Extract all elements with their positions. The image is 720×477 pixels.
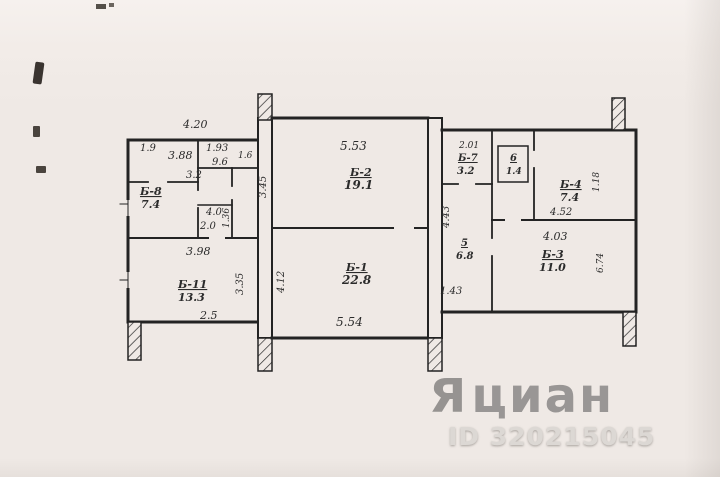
dimension-label: 4.43 bbox=[441, 206, 452, 229]
room-label: Б-1 bbox=[345, 261, 368, 274]
dimension-label: 2.01 bbox=[458, 141, 479, 151]
dimension-label: 5.54 bbox=[336, 315, 363, 329]
room-label: 7.4 bbox=[560, 191, 579, 204]
room-label: 7.4 bbox=[141, 198, 160, 211]
dimension-label: 1.18 bbox=[592, 172, 602, 192]
dimension-label: 5.53 bbox=[340, 139, 367, 153]
dimension-label: 4.03 bbox=[542, 230, 568, 243]
room-label: 6 bbox=[510, 153, 517, 164]
room-label: Б-8 bbox=[139, 185, 162, 198]
plan-walls bbox=[119, 93, 638, 372]
dimension-label: 4.0 bbox=[205, 207, 223, 218]
room-label: 11.0 bbox=[539, 261, 566, 274]
dimension-label: 1.9 bbox=[140, 143, 157, 154]
dimension-label: 6.74 bbox=[596, 253, 606, 273]
room-label: 13.3 bbox=[178, 291, 205, 304]
dimension-label: 3.45 bbox=[258, 176, 269, 198]
room-label: Б-3 bbox=[541, 248, 564, 261]
room-label: Б-11 bbox=[177, 278, 207, 291]
room-label: 22.8 bbox=[341, 273, 372, 287]
dimension-label: 9.6 bbox=[212, 157, 229, 168]
scan-artifacts bbox=[32, 3, 114, 173]
room-label: 5 bbox=[461, 238, 468, 249]
dimension-label: 2.5 bbox=[199, 309, 218, 322]
room-label: 3.2 bbox=[457, 166, 474, 177]
dimension-label: 4.12 bbox=[276, 271, 287, 294]
dimension-label: 4.52 bbox=[549, 207, 572, 218]
room-label: Б-2 bbox=[349, 166, 372, 179]
room-label: 19.1 bbox=[344, 178, 373, 192]
dimension-label: 3.2 bbox=[186, 170, 202, 181]
room-label: Б-4 bbox=[559, 178, 582, 191]
room-label: 6.8 bbox=[456, 251, 473, 262]
dimension-label: 1.6 bbox=[238, 151, 253, 161]
dimension-label: 2.0 bbox=[199, 221, 217, 232]
room-label: Б-7 bbox=[457, 153, 478, 164]
dimension-label: 4.20 bbox=[182, 118, 208, 131]
dimension-label: 3.35 bbox=[235, 273, 246, 295]
dimension-label: 1.93 bbox=[206, 143, 228, 154]
dimension-label: 1.36 bbox=[222, 208, 232, 228]
dimension-label: 3.98 bbox=[186, 245, 211, 258]
dimension-label: 3.88 bbox=[168, 149, 193, 162]
room-label: 1.4 bbox=[506, 167, 522, 177]
dimension-label: 1.43 bbox=[440, 286, 462, 297]
